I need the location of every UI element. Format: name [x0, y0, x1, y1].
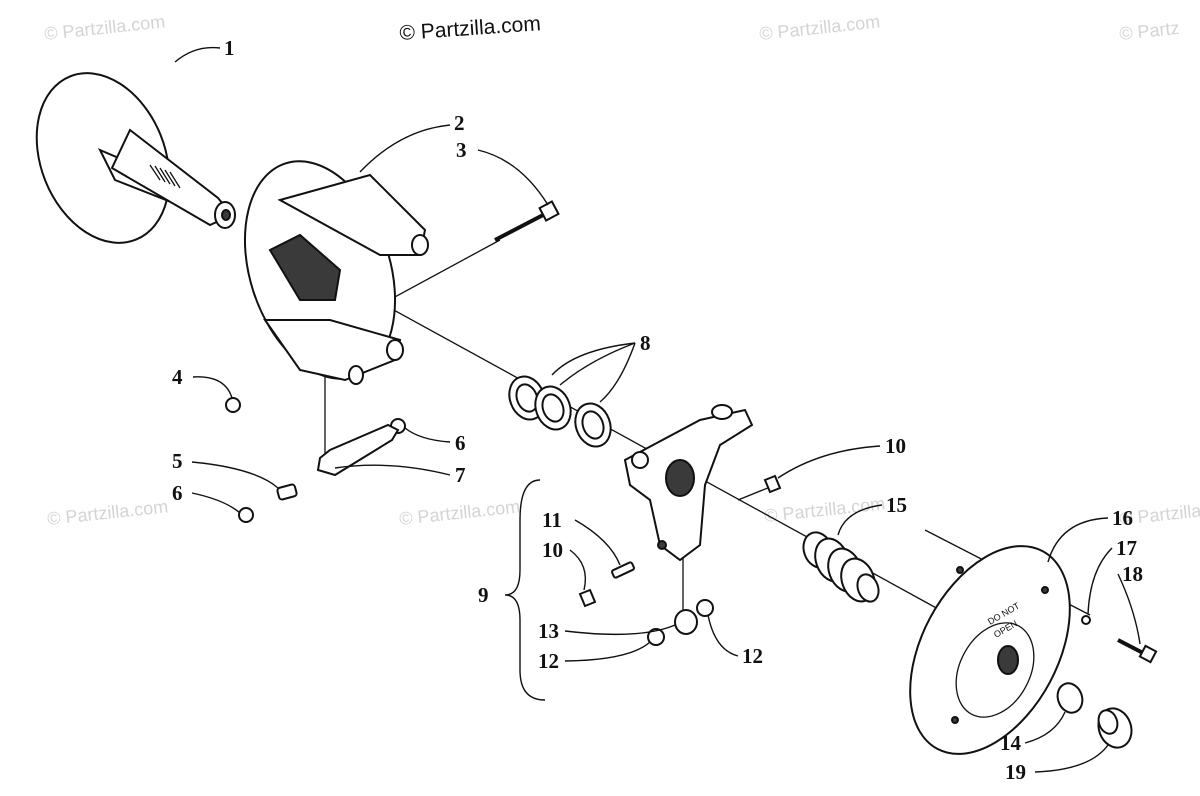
callout-2: 2 — [454, 111, 465, 135]
part-fixed-sheave — [35, 72, 236, 244]
part-cap — [1097, 707, 1133, 749]
callout-13: 13 — [538, 619, 559, 643]
part-spider — [623, 404, 754, 562]
callout-3: 3 — [456, 138, 467, 162]
callout-12-left: 12 — [538, 649, 559, 673]
watermark-faint-4: © Partzilla.com — [46, 496, 169, 529]
part-bolt — [494, 200, 560, 242]
callout-6-upper: 6 — [455, 431, 466, 455]
part-cover-bolt — [1117, 638, 1158, 664]
part-roller-washer-right — [696, 599, 714, 617]
part-nut — [225, 397, 241, 413]
part-spring — [802, 531, 880, 603]
part-shims — [508, 375, 612, 448]
callout-10-left: 10 — [542, 538, 563, 562]
group-bracket-9 — [504, 479, 546, 701]
part-lock-washer — [1081, 615, 1091, 625]
watermark-faint-5: © Partzilla.com — [398, 496, 521, 529]
callout-19: 19 — [1005, 760, 1026, 784]
callout-7: 7 — [455, 463, 466, 487]
callout-16: 16 — [1112, 506, 1133, 530]
part-cover-nut — [1056, 682, 1084, 714]
callout-18: 18 — [1122, 562, 1143, 586]
callout-14: 14 — [1000, 731, 1022, 755]
part-flyweight — [316, 423, 400, 477]
callout-12-right: 12 — [742, 644, 763, 668]
callout-5: 5 — [172, 449, 183, 473]
callout-4: 4 — [172, 365, 183, 389]
callout-1: 1 — [224, 36, 235, 60]
callout-8: 8 — [640, 331, 651, 355]
watermark-faint-1: © Partzilla.com — [43, 11, 166, 44]
leader-lines — [174, 46, 1141, 773]
watermark-faint-2: © Partzilla.com — [758, 11, 881, 44]
callout-11: 11 — [542, 508, 562, 532]
part-button-right — [763, 474, 782, 494]
bolt-axis-line — [379, 239, 501, 306]
part-roller-washer-left — [647, 628, 665, 646]
part-washer-lower — [238, 507, 254, 523]
part-pin — [276, 483, 298, 501]
watermark-faint-3: © Partz — [1118, 18, 1180, 44]
part-roller-pin — [610, 561, 636, 579]
callout-9: 9 — [478, 583, 489, 607]
part-cover-plate: DO NOT OPEN — [909, 545, 1071, 755]
callout-6-lower: 6 — [172, 481, 183, 505]
watermark-faint-6: © Partzilla.com — [763, 493, 886, 526]
watermark-top: © Partzilla.com — [399, 12, 542, 45]
part-roller — [674, 609, 698, 635]
callout-17: 17 — [1116, 536, 1137, 560]
callout-10-right: 10 — [885, 434, 906, 458]
callout-15: 15 — [886, 493, 907, 517]
part-movable-sheave — [243, 160, 429, 385]
part-button-left — [578, 588, 597, 608]
